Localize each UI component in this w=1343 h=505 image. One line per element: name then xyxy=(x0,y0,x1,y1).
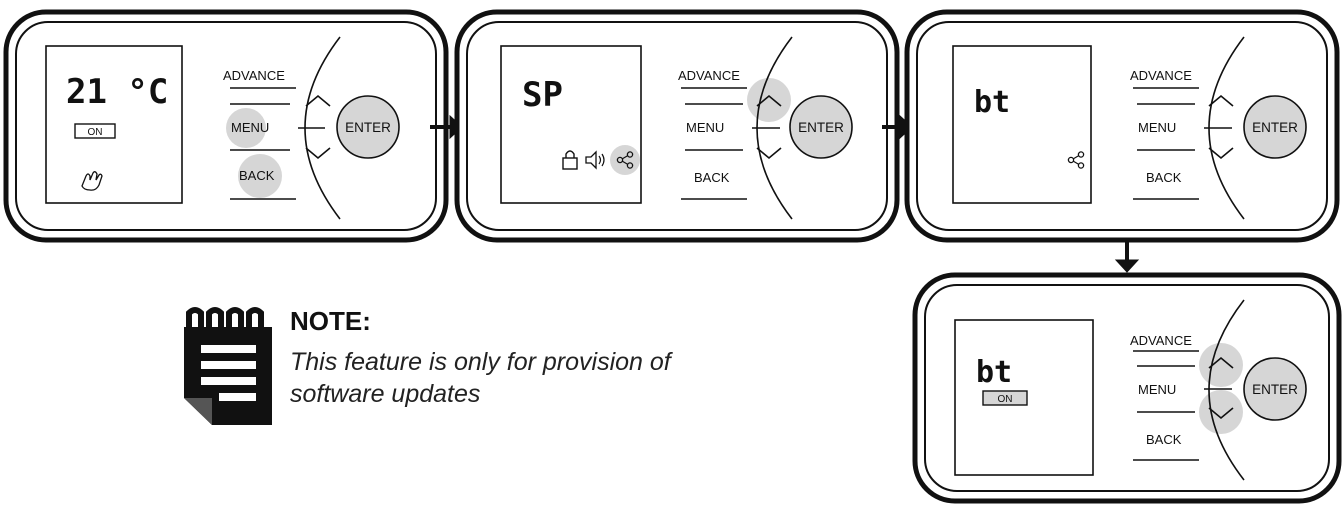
up-arrow-button[interactable] xyxy=(1208,94,1234,107)
up-highlight xyxy=(747,78,791,122)
down-arrow-button[interactable] xyxy=(1208,407,1234,420)
down-arrow-3 xyxy=(1114,240,1140,273)
on-badge-label: ON xyxy=(998,394,1013,405)
notepad-icon xyxy=(184,307,272,425)
up-highlight xyxy=(1199,343,1243,387)
back-button[interactable]: BACK xyxy=(239,168,275,183)
on-badge xyxy=(74,123,116,139)
button-labels: ADVANCE MENU BACK xyxy=(678,68,747,200)
thermostat-panel-4: bt ON ADVANCE MENU BACK ENTER xyxy=(912,272,1342,504)
share-highlight xyxy=(610,145,640,175)
up-arrow-button[interactable] xyxy=(756,94,782,107)
down-arrow-button[interactable] xyxy=(756,147,782,160)
share-icon xyxy=(616,151,634,169)
back-button[interactable]: BACK xyxy=(1146,170,1182,185)
advance-button[interactable]: ADVANCE xyxy=(1130,68,1192,83)
advance-button[interactable]: ADVANCE xyxy=(1130,333,1192,348)
back-button[interactable]: BACK xyxy=(1146,432,1182,447)
note-text: This feature is only for provision of so… xyxy=(290,348,671,408)
back-button[interactable]: BACK xyxy=(694,170,730,185)
enter-button-label: ENTER xyxy=(345,120,391,135)
menu-button[interactable]: MENU xyxy=(686,120,724,135)
enter-button[interactable] xyxy=(789,95,853,159)
on-badge-label: ON xyxy=(88,127,103,138)
enter-button-label: ENTER xyxy=(798,120,844,135)
advance-button[interactable]: ADVANCE xyxy=(223,68,285,83)
enter-button[interactable] xyxy=(1243,357,1307,421)
speaker-icon xyxy=(585,150,605,170)
thermostat-panel-3: bt ADVANCE MENU BACK ENTER xyxy=(904,9,1340,243)
display-reading: SP xyxy=(522,75,563,115)
button-labels: ADVANCE MENU BACK xyxy=(1130,333,1199,461)
menu-highlight xyxy=(226,108,266,148)
menu-button[interactable]: MENU xyxy=(1138,382,1176,397)
lock-icon xyxy=(562,150,578,170)
button-labels: ADVANCE MENU BACK xyxy=(223,68,296,200)
menu-button[interactable]: MENU xyxy=(231,120,269,135)
down-arrow-button[interactable] xyxy=(305,147,331,160)
button-arc xyxy=(1208,299,1245,481)
display-reading: 21 °C xyxy=(66,72,168,112)
menu-button[interactable]: MENU xyxy=(1138,120,1176,135)
on-badge xyxy=(982,390,1028,406)
thermostat-panel-1: 21 °C ON ADVANCE MENU BACK ENTER xyxy=(3,9,449,243)
enter-button[interactable] xyxy=(336,95,400,159)
back-highlight xyxy=(238,154,282,198)
down-highlight xyxy=(1199,390,1243,434)
display-screen xyxy=(952,45,1092,204)
display-reading: bt xyxy=(974,85,1010,120)
enter-button[interactable] xyxy=(1243,95,1307,159)
up-arrow-button[interactable] xyxy=(1208,356,1234,369)
thermostat-panel-2: SP ADVANCE MENU BACK xyxy=(454,9,900,243)
display-reading: bt xyxy=(976,355,1012,390)
advance-button[interactable]: ADVANCE xyxy=(678,68,740,83)
down-arrow-button[interactable] xyxy=(1208,147,1234,160)
share-icon xyxy=(1067,151,1085,169)
up-arrow-button[interactable] xyxy=(305,94,331,107)
enter-button-label: ENTER xyxy=(1252,382,1298,397)
hand-icon xyxy=(81,171,103,191)
button-labels: ADVANCE MENU BACK xyxy=(1130,68,1199,200)
display-screen xyxy=(500,45,642,204)
enter-button-label: ENTER xyxy=(1252,120,1298,135)
note-title: NOTE: xyxy=(290,306,371,336)
